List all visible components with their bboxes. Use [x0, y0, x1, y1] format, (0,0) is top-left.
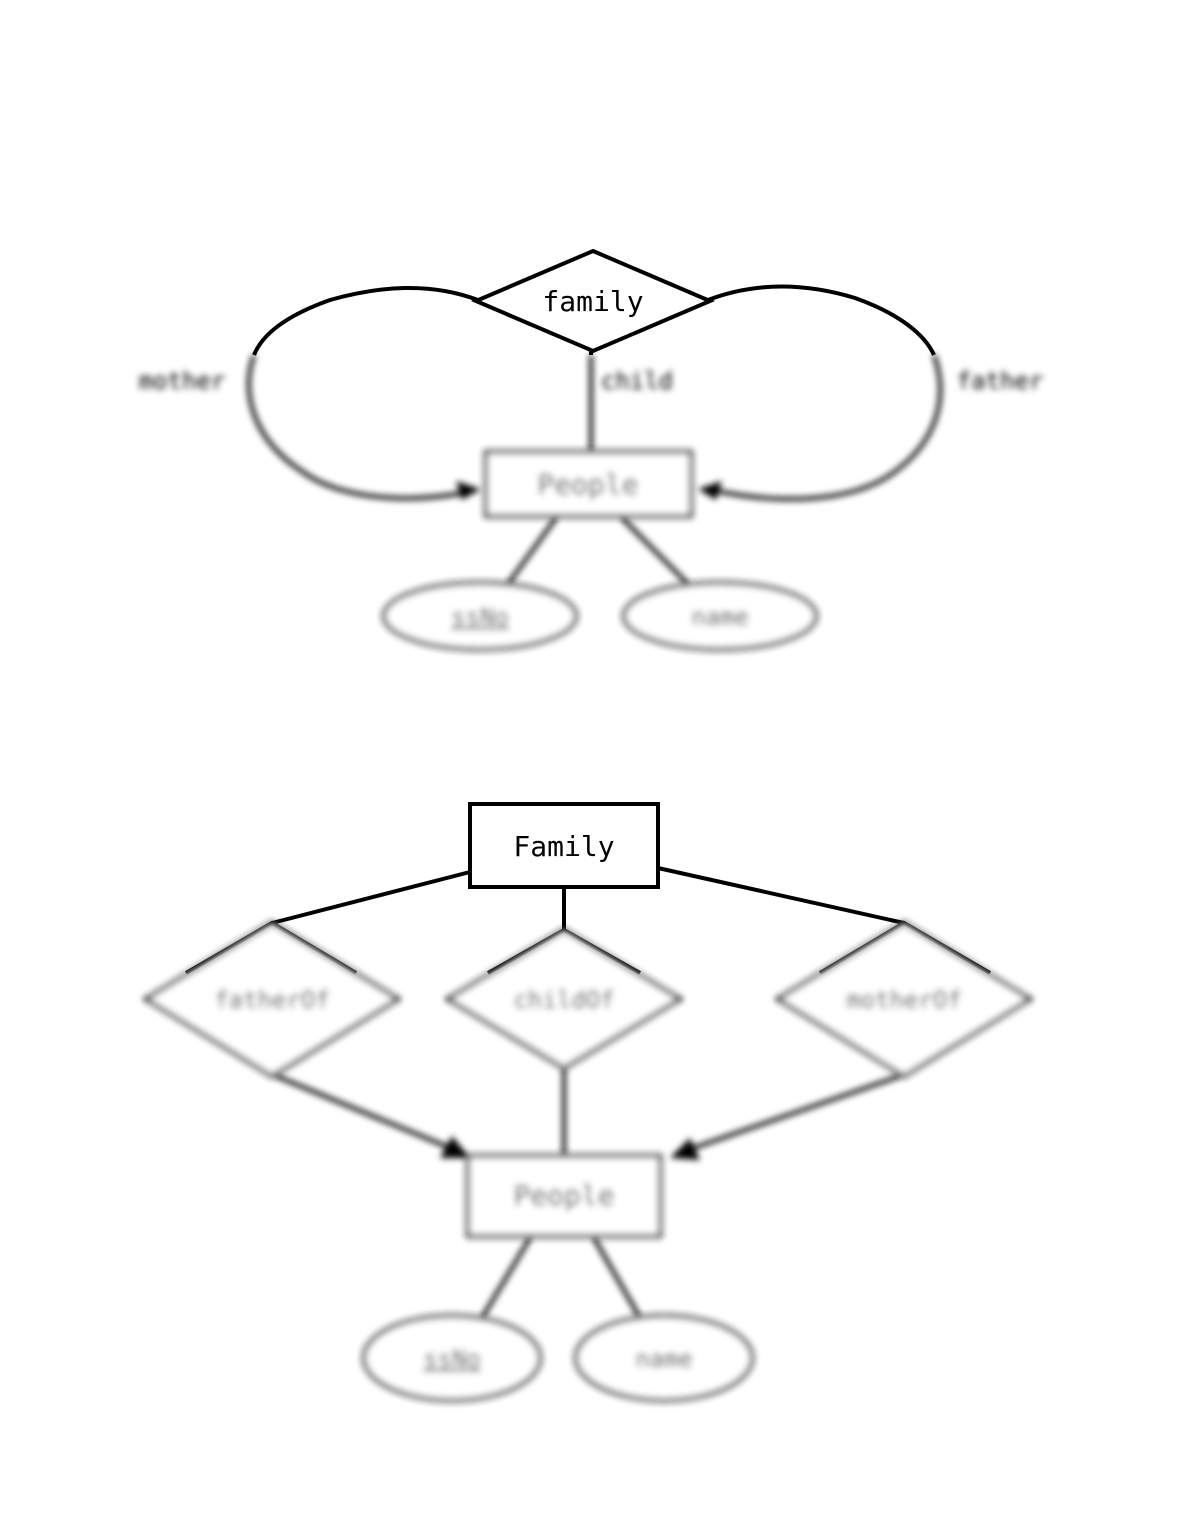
name-attribute-label-bottom: name [635, 1345, 693, 1373]
name-attr-line-bottom [592, 1237, 642, 1319]
childof-relationship-label: childOf [513, 986, 614, 1014]
father-loop-upper [707, 284, 936, 356]
family-to-motherof-line [657, 866, 905, 925]
mother-loop-lower [246, 354, 479, 501]
family-entity-label: Family [513, 830, 614, 863]
motherof-relationship-label: motherOf [846, 986, 962, 1014]
fatherof-relationship-label: fatherOf [214, 986, 330, 1014]
role-label-mother: mother [139, 367, 226, 395]
ssno-attribute-label-bottom: ssNo [423, 1345, 481, 1373]
fatherof-arrowhead [440, 1136, 470, 1158]
name-attr-line [620, 516, 690, 586]
family-entity-box [468, 802, 660, 889]
motherof-relationship-diamond [774, 920, 1034, 1079]
fatherof-relationship-diamond [142, 920, 402, 1079]
mother-arrowhead [456, 481, 480, 500]
ssno-attribute-ellipse [382, 581, 578, 651]
name-attribute-label: name [691, 603, 749, 631]
motherof-arrowhead [670, 1138, 700, 1160]
role-label-child: child [601, 367, 673, 395]
name-attribute-ellipse [622, 581, 818, 651]
name-attribute-ellipse-bottom [574, 1314, 754, 1402]
top-diagram-sharp-part: family [252, 248, 936, 356]
ssno-attr-line [506, 516, 558, 586]
family-relationship-label: family [542, 285, 643, 318]
people-entity-box [484, 450, 693, 518]
top-diagram: family mother child father People ssNo n… [139, 248, 1044, 651]
people-entity-box-bottom [466, 1154, 662, 1238]
bottom-diagram-blurred-part: fatherOf childOf motherOf People ssNo na… [142, 920, 1034, 1402]
ssno-attribute-ellipse-bottom [362, 1314, 542, 1402]
ssno-attr-line-bottom [480, 1236, 532, 1320]
top-diagram-blurred-part: mother child father People ssNo name [139, 354, 1044, 651]
people-entity-label: People [537, 468, 638, 501]
bottom-diagram: Family fatherOf childOf motherOf People … [142, 802, 1034, 1402]
people-entity-label-bottom: People [513, 1179, 614, 1212]
mother-loop-upper [252, 285, 479, 356]
family-to-fatherof-line [271, 870, 471, 925]
motherof-to-people-line [681, 1074, 901, 1154]
father-loop-lower [711, 354, 943, 501]
father-arrowhead [698, 481, 722, 500]
bottom-diagram-sharp-part: Family [184, 802, 992, 975]
ssno-attribute-label: ssNo [451, 603, 509, 631]
fatherof-to-people-line [275, 1074, 461, 1154]
family-relationship-diamond [470, 248, 716, 354]
role-label-father: father [957, 367, 1044, 395]
